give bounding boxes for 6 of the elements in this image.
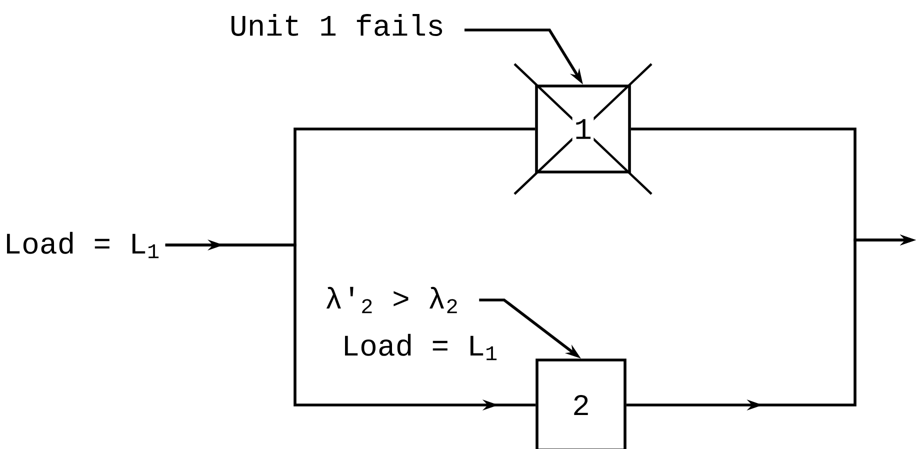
edge-label: Load = L$_{1}$ [340, 332, 500, 362]
text-label: Load = L$_{1}$ [7, 232, 159, 258]
crossed-box: 1 [535, 84, 631, 174]
text-label: Unit 1 fails [232, 14, 442, 36]
text-label: λ'$_{2}$ > λ$_{2}$ [326, 286, 457, 314]
process-box: 2 [536, 358, 626, 449]
